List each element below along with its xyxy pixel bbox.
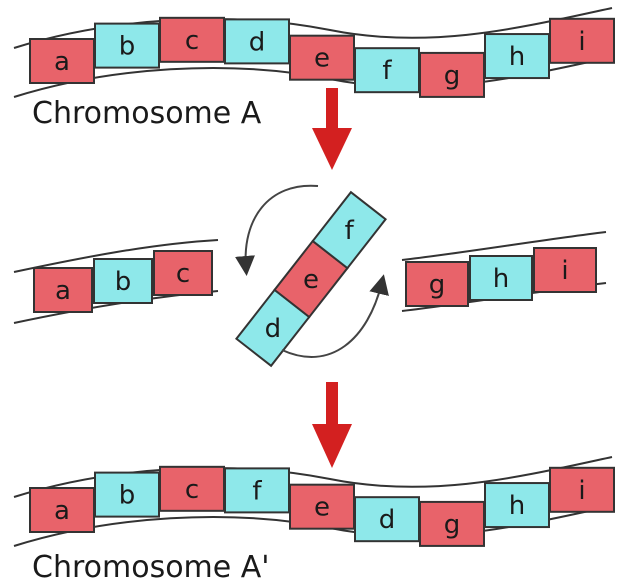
segment-b: b bbox=[94, 471, 160, 518]
segment-i: i bbox=[549, 17, 615, 64]
segment-label: c bbox=[185, 26, 199, 56]
segment-label: d bbox=[265, 314, 282, 344]
down-arrow-icon bbox=[312, 382, 352, 468]
segment-box bbox=[289, 483, 355, 530]
segment-box bbox=[159, 16, 225, 63]
chromosome-a-prime-caption: Chromosome A' bbox=[32, 550, 270, 585]
left-fragment-top-line bbox=[13, 239, 219, 273]
segment-g: g bbox=[419, 500, 485, 547]
chromosome-a-segments: a b c d e f g h i bbox=[29, 16, 615, 98]
segment-box bbox=[224, 467, 290, 514]
inverted-piece: def bbox=[235, 190, 387, 368]
segment-box bbox=[93, 258, 153, 304]
segment-label: a bbox=[54, 47, 70, 77]
segment-label: d bbox=[249, 27, 266, 57]
segment-i: i bbox=[533, 247, 597, 293]
segment-label: h bbox=[493, 264, 509, 294]
right-fragment-top-line bbox=[401, 231, 607, 261]
segment-b: b bbox=[94, 22, 160, 69]
segment-box bbox=[311, 190, 387, 270]
segment-box bbox=[33, 267, 93, 313]
left-fragment-segments: a b c bbox=[33, 250, 213, 313]
segment-label: e bbox=[314, 493, 330, 523]
segment-f: f bbox=[311, 190, 387, 270]
segment-box bbox=[405, 261, 469, 307]
chromosome-a: a b c d e f g h i bbox=[13, 7, 615, 98]
segment-c: c bbox=[159, 465, 225, 512]
curved-arrow-icon bbox=[281, 274, 389, 358]
segment-h: h bbox=[469, 255, 533, 301]
segment-box bbox=[159, 465, 225, 512]
segment-label: h bbox=[509, 491, 525, 521]
inverted-piece-segments: def bbox=[235, 190, 387, 368]
chromosome-a-prime: a b c f e d g h i bbox=[13, 456, 615, 547]
segment-label: e bbox=[314, 44, 330, 74]
segment-label: c bbox=[176, 259, 190, 289]
segment-e: e bbox=[289, 34, 355, 81]
down-arrow-icon bbox=[312, 88, 352, 170]
segment-g: g bbox=[405, 261, 469, 307]
segment-label: h bbox=[509, 42, 525, 72]
segment-box bbox=[153, 250, 213, 296]
segment-i: i bbox=[549, 466, 615, 513]
segment-box bbox=[419, 500, 485, 547]
segment-label: b bbox=[119, 481, 136, 511]
segment-label: e bbox=[303, 265, 319, 295]
segment-box bbox=[469, 255, 533, 301]
segment-label: i bbox=[578, 476, 585, 506]
segment-a: a bbox=[29, 38, 95, 84]
segment-g: g bbox=[419, 51, 485, 98]
segment-box bbox=[354, 47, 420, 94]
segment-label: g bbox=[444, 510, 461, 540]
right-fragment-segments: g h i bbox=[405, 247, 597, 307]
segment-e: e bbox=[273, 239, 349, 319]
segment-box bbox=[354, 496, 420, 543]
segment-d: d bbox=[224, 18, 290, 65]
segment-box bbox=[549, 466, 615, 513]
segment-f: f bbox=[224, 467, 290, 514]
segment-box bbox=[29, 487, 95, 533]
segment-label: i bbox=[561, 256, 568, 286]
curved-arrow-icon bbox=[235, 184, 319, 276]
segment-d: d bbox=[354, 496, 420, 543]
right-fragment: g h i bbox=[401, 231, 607, 312]
segment-label: g bbox=[444, 61, 461, 91]
segment-box bbox=[224, 18, 290, 65]
segment-h: h bbox=[484, 33, 550, 80]
segment-label: f bbox=[345, 216, 355, 246]
segment-e: e bbox=[289, 483, 355, 530]
segment-f: f bbox=[354, 47, 420, 94]
segment-label: b bbox=[119, 32, 136, 62]
segment-label: i bbox=[578, 27, 585, 57]
segment-label: g bbox=[429, 270, 446, 300]
segment-a: a bbox=[29, 487, 95, 533]
segment-box bbox=[94, 471, 160, 518]
segment-b: b bbox=[93, 258, 153, 304]
segment-box bbox=[549, 17, 615, 64]
segment-label: b bbox=[115, 267, 132, 297]
segment-box bbox=[419, 51, 485, 98]
segment-a: a bbox=[33, 267, 93, 313]
segment-c: c bbox=[159, 16, 225, 63]
segment-label: f bbox=[382, 56, 392, 86]
segment-label: f bbox=[252, 476, 262, 506]
segment-box bbox=[533, 247, 597, 293]
chromosome-a-prime-segments: a b c f e d g h i bbox=[29, 465, 615, 547]
segment-label: a bbox=[55, 276, 71, 306]
segment-label: c bbox=[185, 475, 199, 505]
segment-label: d bbox=[379, 505, 396, 535]
segment-h: h bbox=[484, 482, 550, 529]
left-fragment: a b c bbox=[13, 239, 219, 324]
segment-box bbox=[484, 33, 550, 80]
segment-label: a bbox=[54, 496, 70, 526]
chromosome-a-caption: Chromosome A bbox=[32, 96, 262, 131]
segment-c: c bbox=[153, 250, 213, 296]
